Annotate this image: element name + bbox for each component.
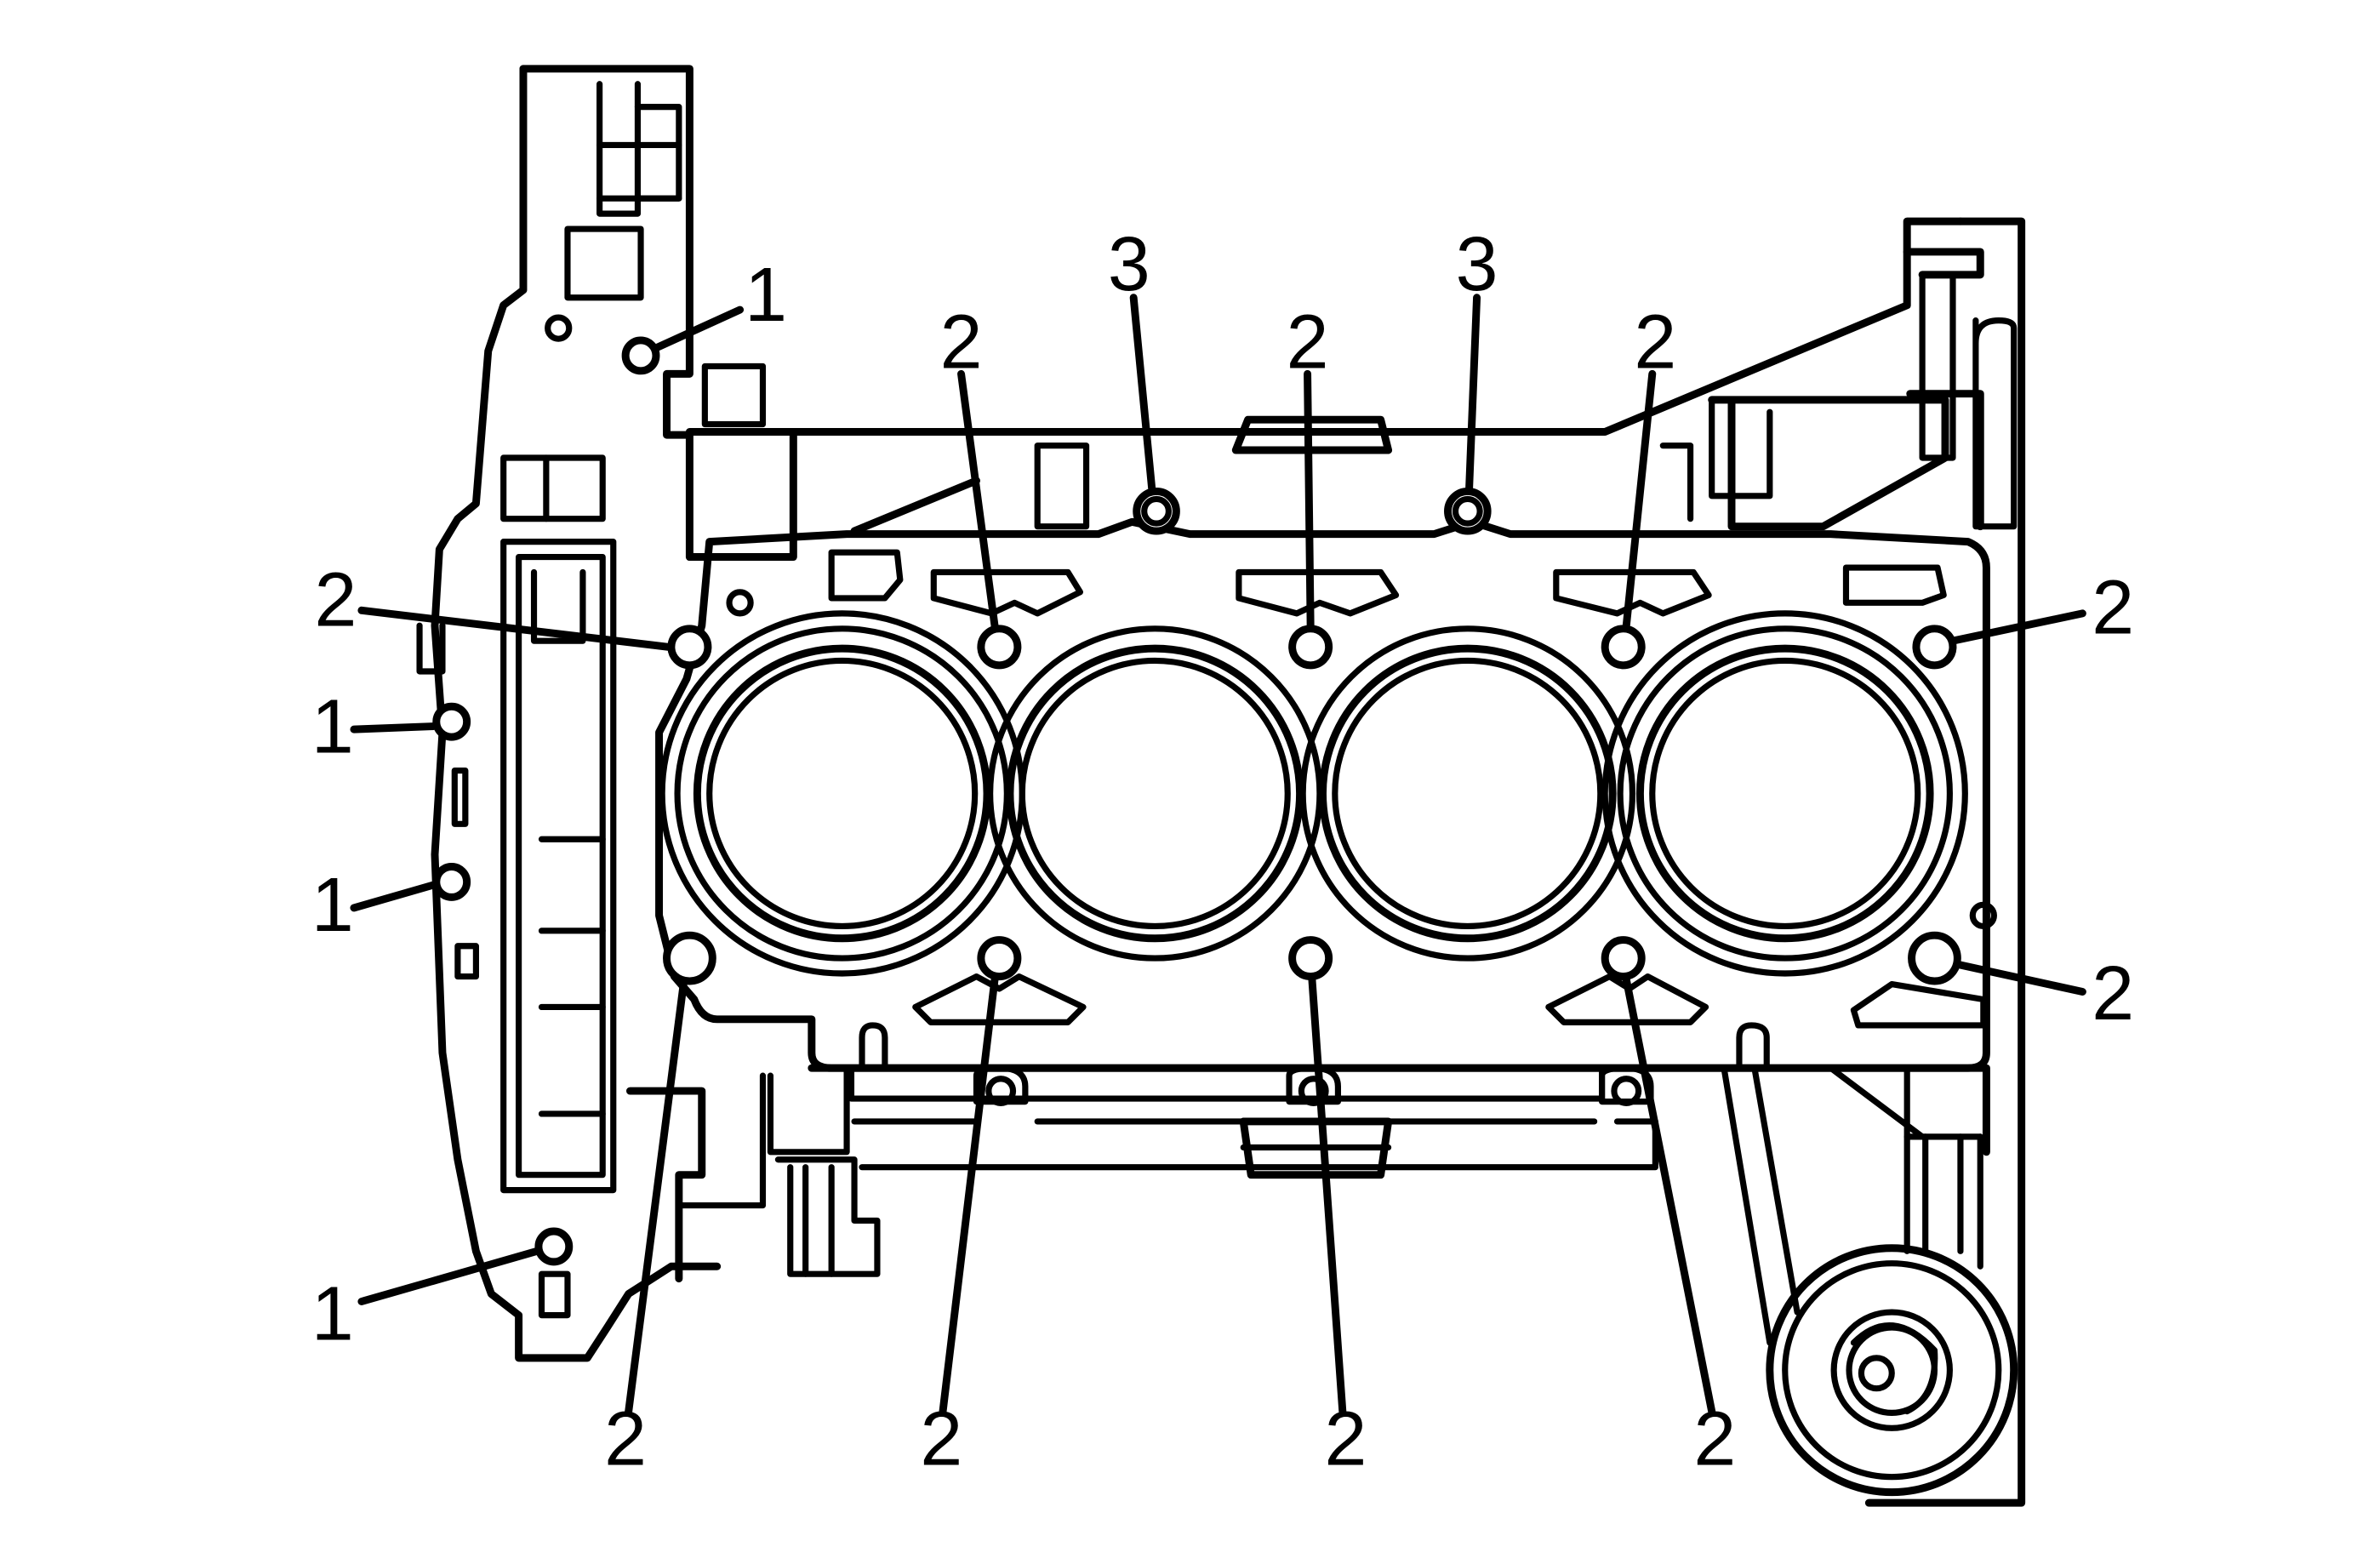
bolt-holes — [432, 314, 1961, 1266]
callout-2-top-3: 2 — [1634, 300, 1676, 385]
cylinder-bores — [659, 610, 1968, 977]
callout-labels: 1 1 1 1 2 2 2 2 2 2 2 2 2 2 3 3 — [311, 221, 2134, 1481]
bolt-hole-2-upper-1 — [667, 625, 712, 670]
callout-2-top-1: 2 — [940, 300, 983, 385]
cylinder-3 — [1299, 625, 1636, 962]
bolt-hole-2-lower-2 — [977, 936, 1022, 981]
timing-cover — [416, 65, 722, 1362]
dowel-hole-top-left — [545, 314, 573, 342]
callout-2-left-upper: 2 — [315, 557, 357, 642]
bolt-hole-2-lower-4 — [1601, 936, 1646, 981]
callout-3-left: 3 — [1108, 221, 1150, 306]
bolt-hole-2-lower-3 — [1288, 936, 1333, 981]
bolt-hole-2-upper-3 — [1288, 625, 1333, 670]
cylinder-2 — [987, 625, 1323, 962]
bolt-hole-2-upper-2 — [977, 625, 1022, 670]
bolt-hole-1-top — [621, 336, 660, 375]
cylinder-4 — [1601, 610, 1968, 977]
callout-1-top: 1 — [745, 252, 787, 337]
callout-1-bottom: 1 — [311, 1271, 354, 1356]
callout-1-mid-upper: 1 — [311, 683, 354, 768]
callout-2-right-upper: 2 — [2092, 565, 2134, 650]
bolt-hole-2-upper-4 — [1601, 625, 1646, 670]
callout-2-top-2: 2 — [1287, 300, 1329, 385]
callout-3-right: 3 — [1456, 221, 1498, 306]
callout-2-bottom-3: 2 — [1324, 1396, 1367, 1481]
bolt-hole-2-lower-1 — [663, 931, 716, 985]
callout-2-bottom-2: 2 — [920, 1396, 962, 1481]
bolt-hole-1-mid-upper — [432, 702, 471, 741]
block-upper-outline — [685, 217, 2026, 1507]
callout-2-bottom-1: 2 — [604, 1396, 647, 1481]
callout-2-bottom-4: 2 — [1693, 1396, 1736, 1481]
cylinder-1 — [659, 610, 1025, 977]
bolt-hole-2-upper-5 — [1912, 625, 1957, 670]
callout-1-mid-lower: 1 — [311, 862, 354, 947]
bolt-hole-1-bottom — [534, 1227, 574, 1266]
bolt-hole-2-lower-5 — [1908, 931, 1961, 985]
callout-2-right-lower: 2 — [2092, 950, 2134, 1036]
leader-lines — [350, 294, 2086, 1416]
bolt-hole-1-mid-lower — [432, 863, 471, 901]
